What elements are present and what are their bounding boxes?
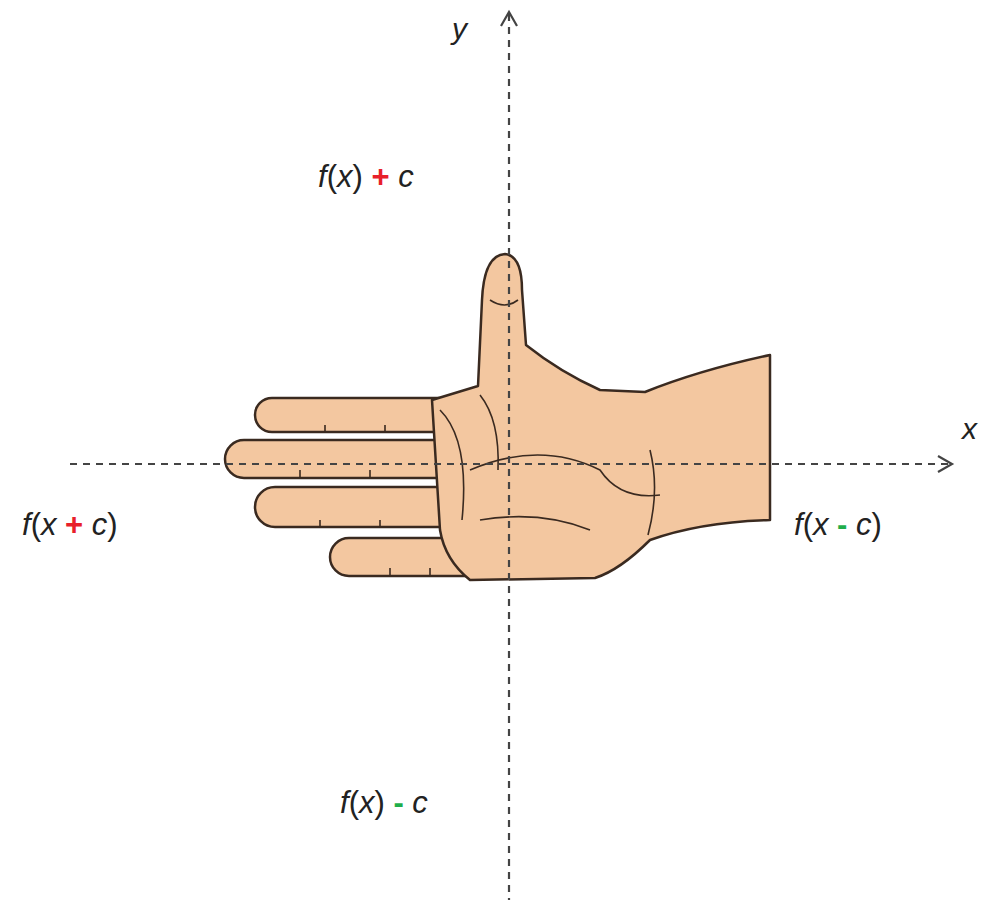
finger	[225, 440, 455, 478]
y-arrow	[501, 12, 517, 26]
axis-label: x	[962, 412, 977, 445]
x-axis	[70, 463, 950, 465]
axes	[70, 12, 952, 900]
crease	[470, 455, 660, 496]
palm	[432, 254, 770, 580]
shift-formula: f(x + c)	[22, 508, 118, 542]
hand-drawing	[225, 254, 770, 580]
shift-formula: f(x - c)	[794, 508, 882, 542]
knuckle-lines	[300, 425, 430, 576]
finger	[255, 398, 455, 432]
finger	[255, 487, 465, 527]
axis-label: y	[452, 12, 467, 45]
crease	[490, 300, 518, 305]
x-arrow	[938, 456, 952, 472]
crease	[480, 395, 498, 470]
crease	[648, 450, 655, 535]
shift-formula: f(x) - c	[340, 786, 428, 820]
shift-formula: f(x) + c	[318, 160, 414, 194]
crease	[480, 517, 590, 530]
y-axis	[508, 14, 510, 900]
hand-creases	[300, 300, 660, 576]
